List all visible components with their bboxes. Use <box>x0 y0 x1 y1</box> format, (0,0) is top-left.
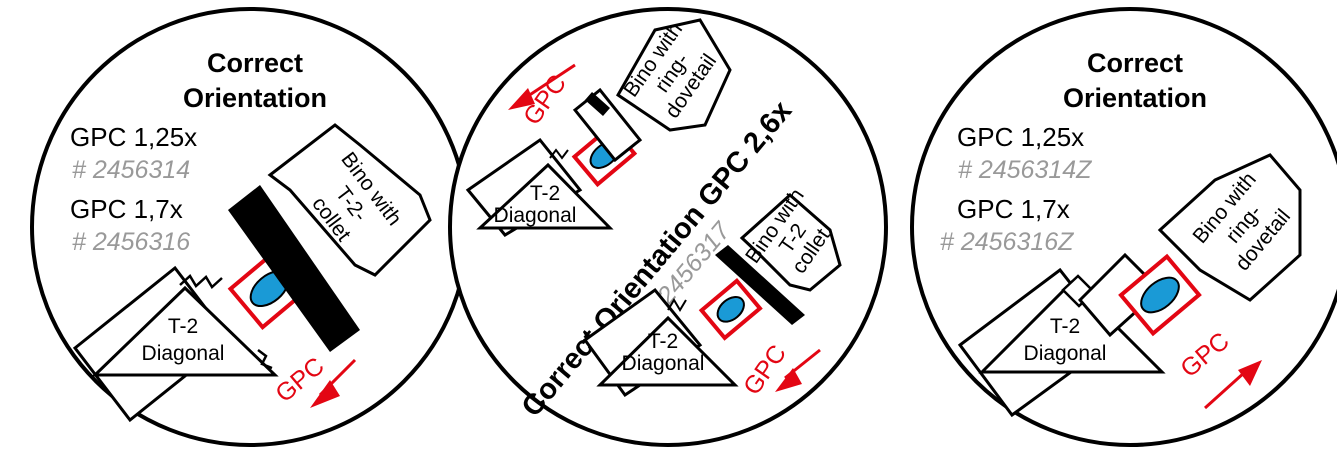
panel-2-upper-clamp <box>585 92 610 116</box>
panel-1-arrow-icon <box>310 380 340 408</box>
panel-1: Correct Orientation GPC 1,25x # 2456314 … <box>30 7 470 447</box>
panel-2-upper-arrow-shaft <box>524 63 576 100</box>
panel-2-lower-diagonal-label-1: T-2 <box>648 330 678 353</box>
panel-1-model-1-part: # 2456314 <box>72 156 190 184</box>
panel-2-upper-thread <box>549 148 569 160</box>
panel-1-title-line2: Orientation <box>183 83 327 113</box>
panel-1-thread-2 <box>257 349 273 370</box>
panel-2-lower-collet-bar <box>715 245 805 325</box>
panel-2-upper-assembly: T-2 Diagonal Bino with ring- dovetail GP… <box>465 18 732 237</box>
panel-1-model-2-name: GPC 1,7x <box>70 194 183 224</box>
panel-1-diagonal-assembly: T-2 Diagonal <box>72 265 279 423</box>
panel-2-upper-diagonal-label-2: Diagonal <box>494 204 577 227</box>
panel-2-lower-thread <box>667 298 687 312</box>
panel-1-bino-body <box>267 123 432 277</box>
panel-2-upper-diagonal-label-1: T-2 <box>530 182 560 205</box>
panel-3-model-1-name: GPC 1,25x <box>957 122 1084 152</box>
panel-1-thread <box>179 274 223 289</box>
panel-3-model-2-part: # 2456316Z <box>940 228 1074 256</box>
panel-3-model-1-part: # 2456314Z <box>958 156 1092 184</box>
panel-3-bino: Bino with ring- dovetail <box>1157 153 1302 302</box>
panel-2-lower-lens-icon <box>716 296 745 323</box>
panel-3-lens-icon <box>1140 276 1180 314</box>
panel-3-title-line1: Correct <box>1087 48 1183 78</box>
panel-2-upper-diagonal-prism <box>476 162 614 230</box>
panel-3-diagonal-label-2: Diagonal <box>1024 342 1107 365</box>
panel-3: Correct Orientation GPC 1,25x # 2456314Z… <box>910 7 1337 447</box>
panel-2-circle <box>448 7 888 447</box>
panel-2-lower-diagonal-label-2: Diagonal <box>622 352 705 375</box>
panel-3-diagonal-assembly: T-2 Diagonal <box>957 267 1166 418</box>
panel-2-upper-arrow-icon <box>508 88 535 110</box>
panel-2: T-2 Diagonal Bino with ring- dovetail GP… <box>448 7 888 447</box>
panel-2-lower-bino-body <box>739 192 842 292</box>
panel-1-title-line1: Correct <box>207 48 303 78</box>
panel-2-lower-diagonal-prism <box>596 315 739 387</box>
panel-1-collet-bar <box>228 185 360 352</box>
panel-2-upper-bino-body <box>616 18 732 132</box>
panel-1-diagonal-label-2: Diagonal <box>142 342 225 365</box>
panel-1-model-2-part: # 2456316 <box>72 228 190 256</box>
panel-3-bino-body <box>1157 153 1302 302</box>
panel-1-diagonal-label-1: T-2 <box>168 315 198 338</box>
panel-3-arrow-icon <box>1238 360 1262 386</box>
panel-1-model-1-name: GPC 1,25x <box>70 122 197 152</box>
panel-3-title-line2: Orientation <box>1063 83 1207 113</box>
panel-3-gpc-lens <box>1118 253 1202 337</box>
panel-3-model-2-name: GPC 1,7x <box>957 194 1070 224</box>
panel-3-diagonal-label-1: T-2 <box>1050 315 1080 338</box>
panel-2-lower-arrow-icon <box>775 368 802 392</box>
panel-3-arrow-shaft <box>1203 370 1247 410</box>
panel-1-diagonal-prism <box>91 285 279 377</box>
